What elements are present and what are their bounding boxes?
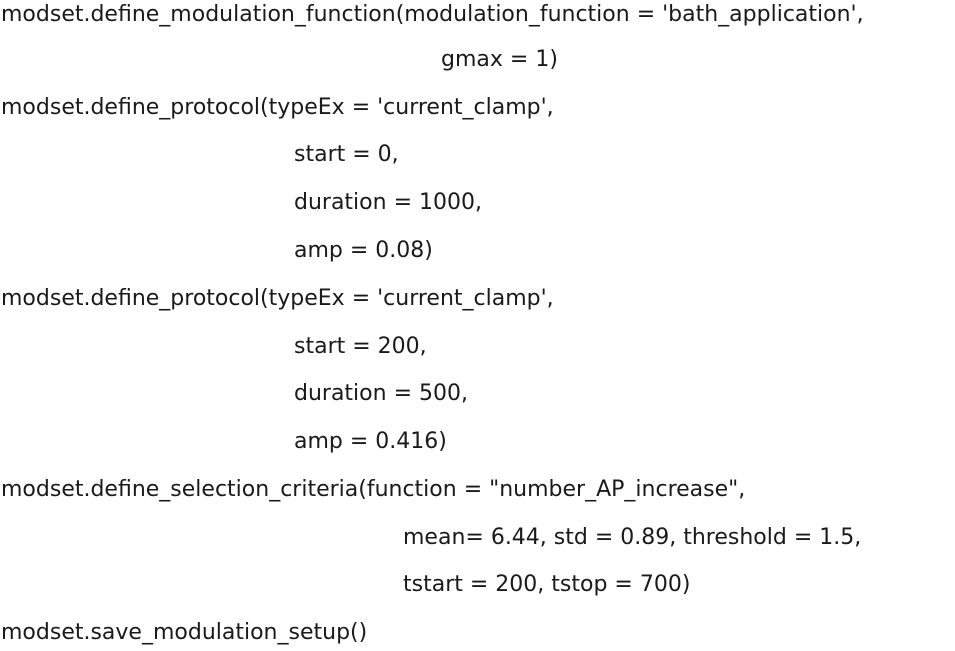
code-line-protocol-1-duration: duration = 1000, bbox=[294, 190, 482, 215]
code-line-save-modulation-setup: modset.save_modulation_setup() bbox=[1, 620, 368, 645]
code-line-define-modulation-function: modset.define_modulation_function(modula… bbox=[1, 2, 864, 27]
code-line-protocol-2-start: start = 200, bbox=[294, 334, 427, 359]
code-line-define-protocol-1: modset.define_protocol(typeEx = 'current… bbox=[1, 95, 554, 120]
code-line-protocol-2-duration: duration = 500, bbox=[294, 381, 468, 406]
code-line-criteria-time-window: tstart = 200, tstop = 700) bbox=[403, 572, 691, 597]
code-line-protocol-1-start: start = 0, bbox=[294, 142, 399, 167]
code-line-protocol-2-amp: amp = 0.416) bbox=[294, 429, 447, 454]
code-line-define-selection-criteria: modset.define_selection_criteria(functio… bbox=[1, 477, 746, 502]
code-line-criteria-stats: mean= 6.44, std = 0.89, threshold = 1.5, bbox=[403, 525, 862, 550]
code-line-gmax-arg: gmax = 1) bbox=[441, 47, 558, 72]
code-line-define-protocol-2: modset.define_protocol(typeEx = 'current… bbox=[1, 286, 554, 311]
code-line-protocol-1-amp: amp = 0.08) bbox=[294, 238, 433, 263]
